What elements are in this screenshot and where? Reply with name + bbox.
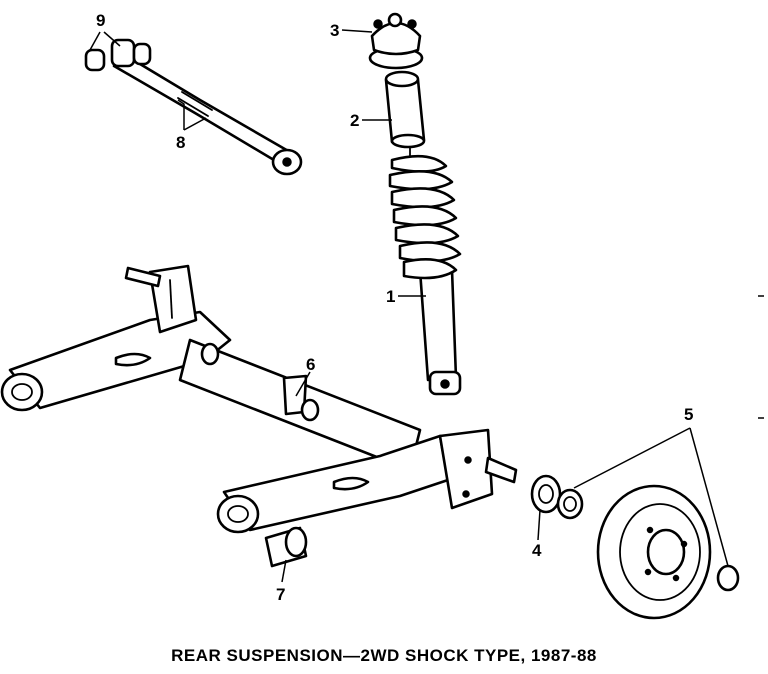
rear-axle-beam <box>0 264 518 534</box>
upper-strut-mount <box>368 12 424 70</box>
callout-5: 5 <box>684 405 693 424</box>
callout-8: 8 <box>176 133 185 152</box>
callout-6: 6 <box>306 355 315 374</box>
callout-2: 2 <box>350 111 359 130</box>
diagram-caption: REAR SUSPENSION—2WD SHOCK TYPE, 1987-88 <box>171 646 597 665</box>
callout-4: 4 <box>532 541 542 560</box>
leader-lines <box>89 29 729 583</box>
wheel-bearing <box>530 474 562 514</box>
grease-cap <box>716 564 740 592</box>
lateral-link-assembly <box>84 38 303 176</box>
bushing-center <box>110 38 136 68</box>
callout-1: 1 <box>386 287 395 306</box>
callout-7: 7 <box>276 585 285 604</box>
bushing-left <box>84 48 106 72</box>
coil-spring <box>388 154 462 280</box>
callout-9: 9 <box>96 11 105 30</box>
brake-drum-assembly <box>556 484 740 620</box>
callout-3: 3 <box>330 21 339 40</box>
callouts: 9 8 3 2 1 6 5 4 7 <box>96 11 693 604</box>
bushing-right <box>132 42 152 66</box>
shock-absorber-spring <box>388 147 462 396</box>
dust-boot <box>384 70 426 149</box>
lateral-link-rod <box>112 50 292 168</box>
axle-bushing <box>264 526 308 568</box>
